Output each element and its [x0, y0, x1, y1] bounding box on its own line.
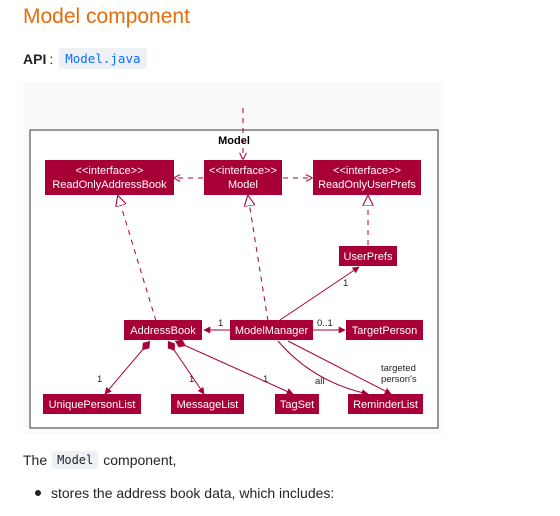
mult-tagset: 1 — [263, 374, 268, 385]
svg-text:<<interface>>: <<interface>> — [333, 165, 401, 177]
node-model: <<interface>> Model — [204, 160, 282, 195]
node-messagelist: MessageList — [171, 394, 244, 414]
mm-to-reminderlist-targeted — [287, 340, 392, 395]
mm-to-reminderlist-all — [277, 340, 369, 397]
node-reminderlist: ReminderList — [348, 394, 423, 414]
svg-text:AddressBook: AddressBook — [130, 325, 196, 337]
mult-addressbook: 1 — [218, 318, 223, 329]
node-readonlyuserprefs: <<interface>> ReadOnlyUserPrefs — [313, 160, 421, 195]
svg-text:TagSet: TagSet — [280, 399, 314, 411]
svg-text:<<interface>>: <<interface>> — [209, 165, 277, 177]
node-userprefs: UserPrefs — [339, 246, 397, 266]
api-label: API — [23, 50, 47, 67]
svg-text:MessageList: MessageList — [177, 399, 239, 411]
svg-text:ReminderList: ReminderList — [353, 399, 418, 411]
model-java-link[interactable]: Model.java — [59, 48, 147, 69]
svg-text:Model: Model — [228, 179, 258, 191]
svg-text:UserPrefs: UserPrefs — [344, 251, 393, 263]
node-modelmanager: ModelManager — [230, 320, 313, 340]
bullet-item: stores the address book data, which incl… — [35, 485, 334, 501]
ab-to-tagset — [174, 339, 294, 395]
label-all: all — [315, 376, 325, 387]
mult-target: 0..1 — [317, 318, 333, 329]
mult-message: 1 — [189, 374, 194, 385]
label-persons: person's — [381, 374, 417, 385]
description-paragraph: The Model component, — [23, 451, 176, 469]
bullet-dot — [35, 490, 41, 496]
svg-text:ReadOnlyAddressBook: ReadOnlyAddressBook — [52, 179, 167, 191]
svg-text:TargetPerson: TargetPerson — [352, 325, 417, 337]
mult-userprefs: 1 — [343, 278, 348, 289]
mult-unique: 1 — [97, 374, 102, 385]
node-addressbook: AddressBook — [124, 320, 202, 340]
ab-to-uniquepersonlist — [104, 340, 151, 395]
svg-text:ModelManager: ModelManager — [235, 325, 309, 337]
package-title: Model — [218, 135, 250, 147]
model-class-diagram: Model <<interface>> ReadOnlyAddressBook … — [23, 82, 443, 434]
para-code: Model — [52, 451, 99, 469]
node-targetperson: TargetPerson — [346, 320, 423, 340]
api-line: API : Model.java — [23, 48, 147, 69]
diagram-svg: Model <<interface>> ReadOnlyAddressBook … — [29, 108, 439, 429]
svg-text:UniquePersonList: UniquePersonList — [49, 399, 136, 411]
node-readonlyaddressbook: <<interface>> ReadOnlyAddressBook — [45, 160, 174, 195]
svg-text:<<interface>>: <<interface>> — [76, 165, 144, 177]
bullet-text: stores the address book data, which incl… — [51, 485, 335, 501]
section-heading: Model component — [23, 5, 190, 28]
api-separator: : — [49, 50, 54, 67]
svg-text:ReadOnlyUserPrefs: ReadOnlyUserPrefs — [318, 179, 416, 191]
para-before: The — [23, 452, 48, 468]
mm-to-userprefs — [279, 266, 360, 321]
modelmanager-realizes — [248, 196, 269, 322]
label-targeted: targeted — [381, 363, 416, 374]
node-uniquepersonlist: UniquePersonList — [43, 394, 141, 414]
addressbook-realizes — [118, 196, 157, 322]
node-tagset: TagSet — [275, 394, 319, 414]
para-after: component, — [103, 452, 177, 468]
